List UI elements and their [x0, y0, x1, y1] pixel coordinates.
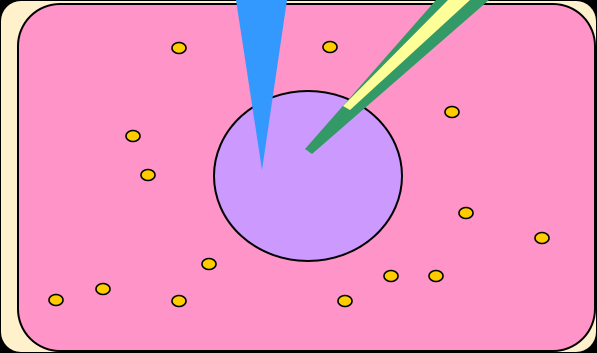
- granule-icon: [202, 259, 216, 270]
- granule-icon: [141, 170, 155, 181]
- granule-icon: [338, 296, 352, 307]
- granule-icon: [535, 233, 549, 244]
- granule-icon: [445, 107, 459, 118]
- granule-icon: [429, 271, 443, 282]
- granule-icon: [384, 271, 398, 282]
- granule-icon: [49, 295, 63, 306]
- nucleus-icon: [214, 91, 402, 261]
- granule-icon: [96, 284, 110, 295]
- granule-icon: [172, 296, 186, 307]
- granule-icon: [323, 42, 337, 53]
- granule-icon: [459, 208, 473, 219]
- granule-icon: [126, 131, 140, 142]
- granule-icon: [172, 43, 186, 54]
